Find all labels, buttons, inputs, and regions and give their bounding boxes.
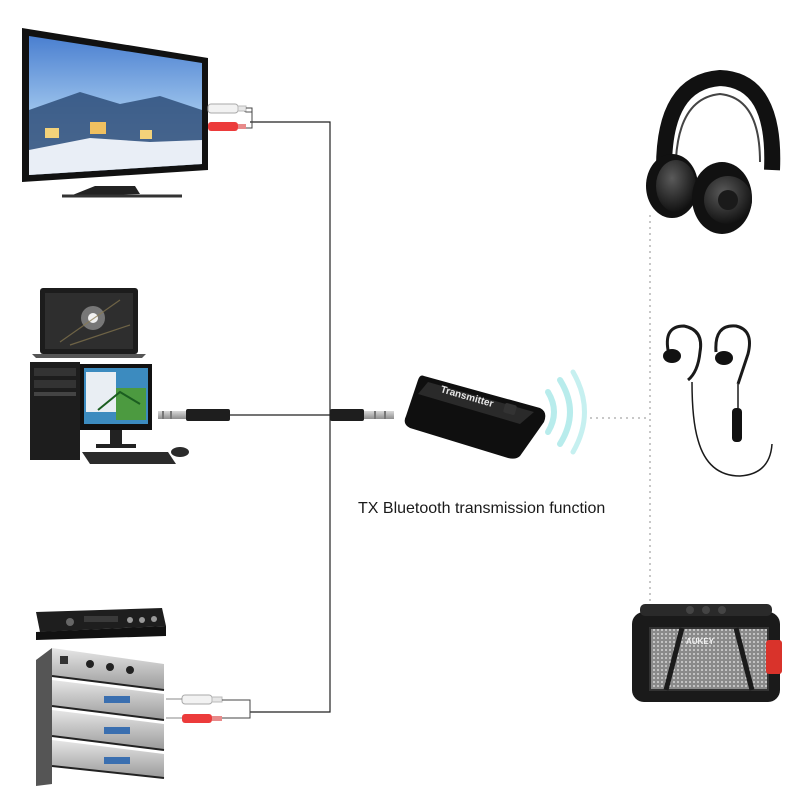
amp-cable	[250, 410, 331, 713]
tv-cable	[250, 121, 331, 410]
headphones	[646, 69, 781, 234]
desktop-computer	[30, 362, 189, 464]
diagram-caption: TX Bluetooth transmission function	[358, 500, 606, 517]
computer-aux-plug	[158, 409, 230, 421]
signal-waves-icon	[545, 369, 587, 455]
bluetooth-speaker: AUKEY	[632, 604, 782, 702]
tv	[22, 28, 208, 198]
bluetooth-transmitter: Transmitter	[404, 375, 546, 459]
tv-rca-plugs	[207, 103, 253, 131]
wireless-links	[590, 215, 651, 605]
amp-rca-plugs	[166, 694, 251, 723]
sport-earphones	[663, 324, 773, 477]
transmitter-aux-plug	[330, 409, 394, 421]
audio-amplifier	[36, 608, 166, 640]
laptop	[32, 288, 146, 358]
audio-rack	[36, 648, 165, 786]
cable-lines	[230, 121, 331, 713]
speaker-brand: AUKEY	[686, 637, 715, 646]
